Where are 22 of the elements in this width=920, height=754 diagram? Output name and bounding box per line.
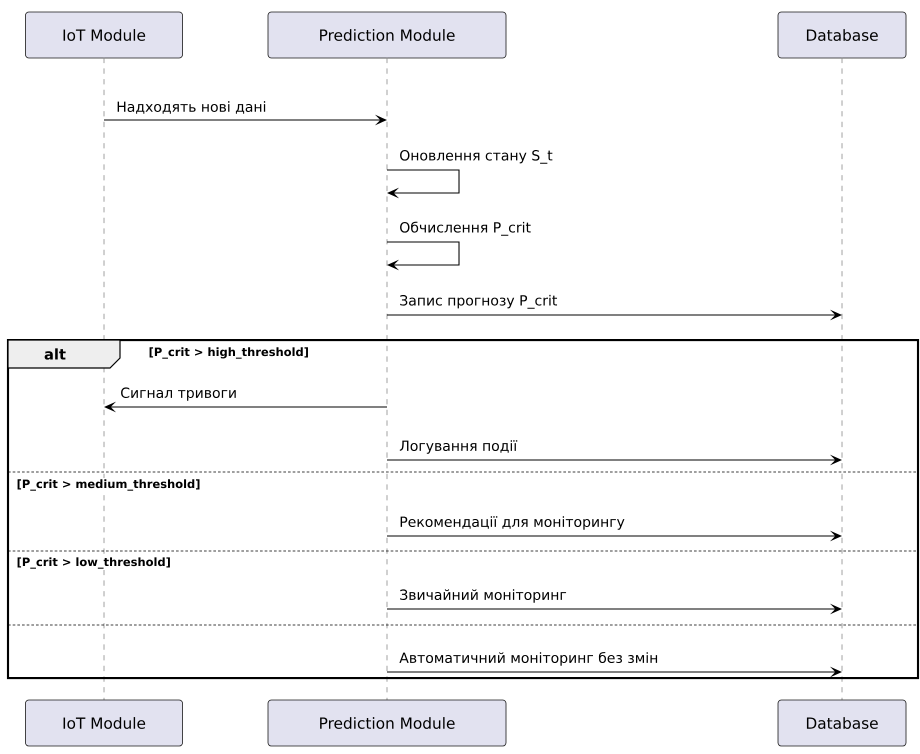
edge-label: Надходять нові дані — [118, 101, 266, 114]
self-message-arrow — [387, 241, 460, 270]
edge-label: Рекомендації для моніторингу — [400, 516, 624, 530]
participant-box: Prediction Module — [268, 700, 506, 746]
participant-box: IoT Module — [25, 12, 183, 58]
lifeline — [386, 57, 388, 701]
edge-label: Запис прогнозу P_crit — [400, 294, 558, 309]
edge-label: Сигнал тривоги — [121, 387, 236, 401]
self-message-arrow — [387, 169, 460, 198]
participant-box: IoT Module — [25, 700, 183, 746]
edge-label: Оновлення стану S_t — [400, 150, 552, 164]
participant-box: Database — [778, 700, 906, 746]
edge-label: Звичайний моніторинг — [400, 589, 566, 603]
edge-label: Логування події — [400, 440, 518, 454]
participant-box: Database — [778, 12, 906, 58]
edge-label: Обчислення P_crit — [400, 222, 531, 236]
guard-label: [P_crit > low_threshold] — [15, 556, 172, 570]
guard-label: [P_crit > high_threshold] — [147, 346, 310, 360]
frame-label: alt — [44, 348, 66, 360]
edge-label: Автоматичний моніторинг без змін — [399, 652, 658, 666]
participant-box: Prediction Module — [268, 12, 506, 58]
guard-label: [P_crit > medium_threshold] — [15, 478, 202, 492]
